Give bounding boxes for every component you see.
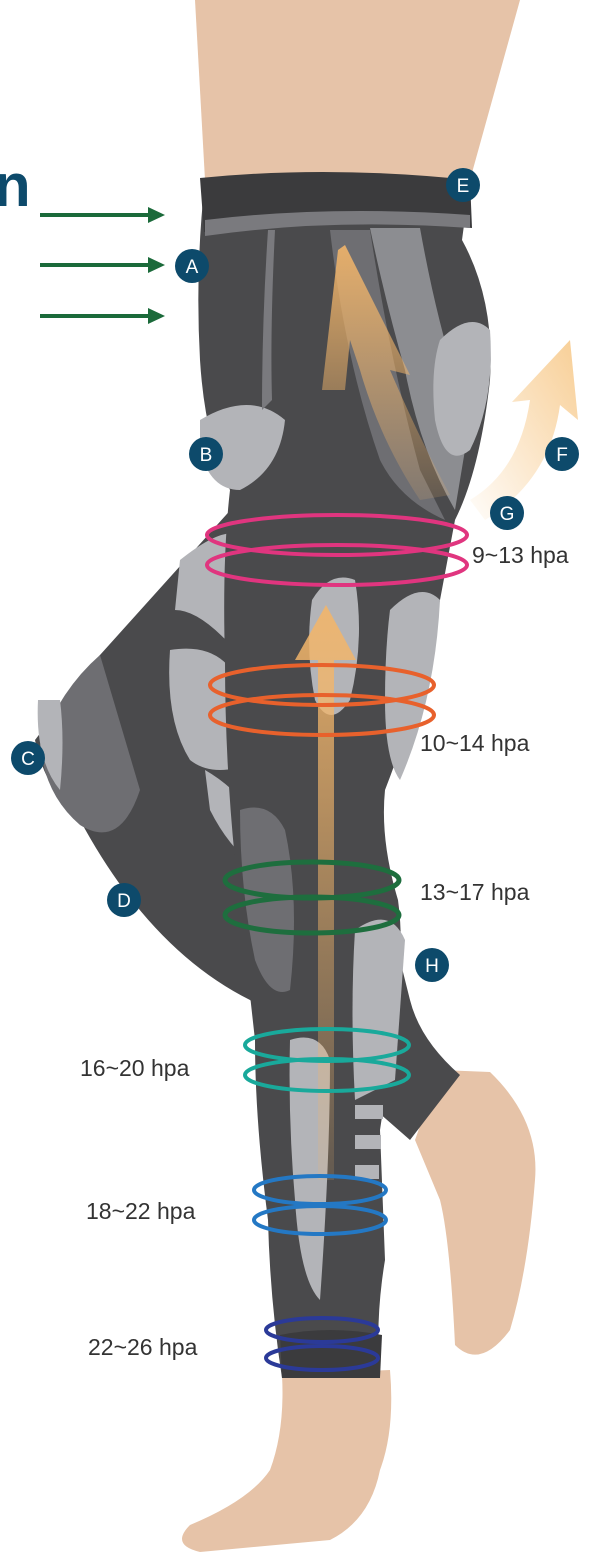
- pressure-label-2: 10~14 hpa: [420, 732, 529, 755]
- marker-E: E: [446, 168, 480, 202]
- marker-C: C: [11, 741, 45, 775]
- marker-H: H: [415, 948, 449, 982]
- calf-stripe-2: [355, 1135, 381, 1149]
- pressure-label-6: 22~26 hpa: [88, 1336, 197, 1359]
- svg-text:D: D: [117, 891, 131, 912]
- marker-D: D: [107, 883, 141, 917]
- svg-text:C: C: [21, 749, 35, 770]
- svg-text:H: H: [425, 956, 439, 977]
- svg-text:B: B: [200, 445, 213, 466]
- marker-A: A: [175, 249, 209, 283]
- side-arrows: [40, 207, 165, 324]
- pressure-label-1: 9~13 hpa: [472, 544, 569, 567]
- marker-F: F: [545, 437, 579, 471]
- back-foot-skin: [415, 1070, 535, 1355]
- front-foot-skin: [182, 1370, 391, 1552]
- hip-panel: [433, 322, 491, 456]
- svg-text:G: G: [500, 504, 515, 525]
- svg-text:A: A: [186, 257, 199, 278]
- thigh-skin: [195, 0, 520, 180]
- marker-B: B: [189, 437, 223, 471]
- pressure-label-5: 18~22 hpa: [86, 1200, 195, 1223]
- calf-stripe-1: [355, 1105, 383, 1119]
- svg-text:F: F: [556, 445, 568, 466]
- svg-text:E: E: [457, 176, 470, 197]
- pressure-label-3: 13~17 hpa: [420, 881, 529, 904]
- pressure-label-4: 16~20 hpa: [80, 1057, 189, 1080]
- marker-G: G: [490, 496, 524, 530]
